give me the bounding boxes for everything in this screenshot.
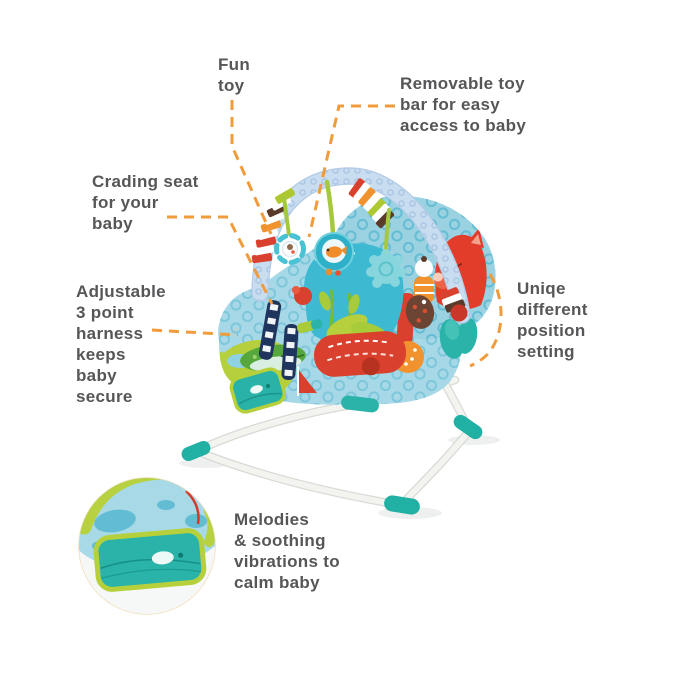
connector-adjustable-harness: [151, 328, 239, 337]
callout-adjustable-harness: Adjustable 3 point harness keeps baby se…: [76, 281, 166, 407]
callout-melodies: Melodies & soothing vibrations to calm b…: [234, 509, 340, 593]
callout-line: setting: [517, 342, 575, 361]
callout-line: baby: [92, 214, 133, 233]
connector-unique-position: [469, 273, 503, 368]
connector-removable-bar: [307, 104, 395, 238]
doll-graphic: [414, 256, 434, 304]
harness-straps: [258, 300, 323, 381]
frame-foot-front: [384, 495, 420, 515]
callout-line: position: [517, 321, 586, 340]
callout-line: secure: [76, 387, 133, 406]
callout-line: & soothing: [234, 531, 326, 550]
recline-knob: [439, 318, 478, 359]
connector-cradling-seat: [167, 215, 274, 305]
vibration-unit-magnified: [93, 528, 207, 592]
callout-line: 3 point: [76, 303, 134, 322]
connector-fun-toy: [230, 100, 273, 235]
callout-line: Crading seat: [92, 172, 199, 191]
callout-unique-position: Uniqe different position setting: [517, 278, 588, 362]
frame-foot-rear: [453, 414, 483, 440]
callout-fun-toy: Fun toy: [218, 54, 250, 96]
callout-line: keeps: [76, 345, 126, 364]
callout-line: harness: [76, 324, 144, 343]
callout-removable-toy-bar: Removable toy bar for easy access to bab…: [400, 73, 526, 136]
callout-line: baby: [76, 366, 117, 385]
callout-cradling-seat: Crading seat for your baby: [92, 171, 199, 234]
sail-graphic: [297, 366, 317, 396]
callout-line: bar for easy: [400, 95, 500, 114]
callout-line: Melodies: [234, 510, 310, 529]
callout-line: Adjustable: [76, 282, 166, 301]
ring-toy: [274, 233, 306, 265]
frame-foot-left: [181, 441, 211, 461]
callout-line: Removable toy: [400, 74, 525, 93]
vibration-unit: [229, 367, 287, 414]
teether-toy: [366, 249, 406, 288]
toy-bar-stripes-right: [348, 178, 395, 229]
callout-line: access to baby: [400, 116, 527, 135]
leaf-graphic: [326, 314, 368, 340]
callout-line: Fun: [218, 55, 251, 74]
callout-line: for your: [92, 193, 159, 212]
fish-toy: [314, 232, 354, 276]
callout-connectors: [151, 100, 503, 368]
toy-bar-stripes-left: [251, 188, 295, 264]
bumper-pillow: [313, 331, 407, 377]
callout-line: vibrations to: [234, 552, 340, 571]
toy-strap: [282, 196, 291, 237]
callout-line: calm baby: [234, 573, 320, 592]
magnifier-detail: [78, 477, 216, 615]
toy-bar-cuff: [438, 287, 468, 322]
toy-strap: [324, 179, 336, 236]
print-polka-patch: [405, 295, 435, 329]
frame-clip: [341, 395, 379, 413]
toy-bar: [251, 167, 471, 324]
callout-line: Uniqe: [517, 279, 566, 298]
callout-line: different: [517, 300, 588, 319]
callout-line: toy: [218, 76, 245, 95]
hanging-toys: [274, 179, 406, 288]
